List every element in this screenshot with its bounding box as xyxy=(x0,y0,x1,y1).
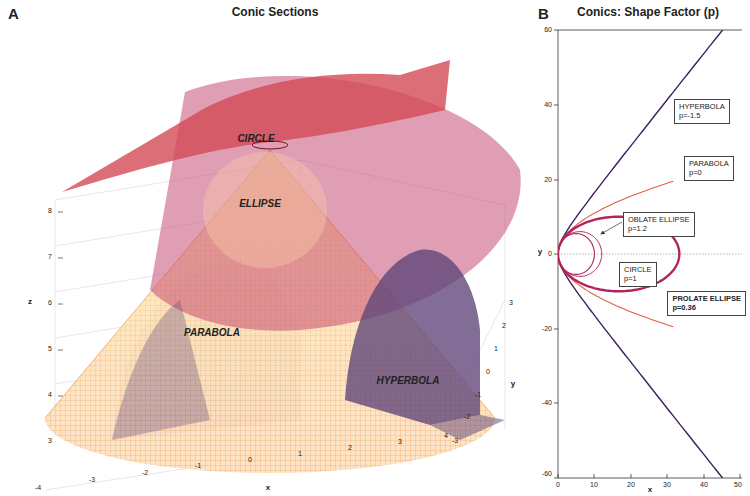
box-text: p=0 xyxy=(689,168,729,177)
box-text: CIRCLE xyxy=(624,265,652,274)
tick-label: 5 xyxy=(48,345,52,353)
label-box: HYPERBOLAp=-1.5 xyxy=(674,99,730,124)
tick-label: 1 xyxy=(494,345,498,353)
tick-label: 2 xyxy=(348,444,352,452)
tick-label: -3 xyxy=(89,476,95,484)
label-box: CIRCLEp=1 xyxy=(619,262,657,287)
panel-title: Conic Sections xyxy=(232,6,319,19)
tick-label: 7 xyxy=(48,253,52,261)
axis-label: z xyxy=(28,298,32,307)
panel-title: Conics: Shape Factor (p) xyxy=(577,6,719,19)
tick-label: 30 xyxy=(663,481,671,489)
tick-label: 20 xyxy=(544,176,552,184)
tick-label: 3 xyxy=(398,438,402,446)
tick-label: -60 xyxy=(542,470,552,478)
tick-label: 4 xyxy=(48,391,52,399)
tick-label: 3 xyxy=(48,437,52,445)
parabola-curve xyxy=(558,181,673,326)
conic-label: HYPERBOLA xyxy=(377,375,440,386)
tick-label: 8 xyxy=(48,207,52,215)
circle-curve xyxy=(558,232,602,277)
box-text: OBLATE ELLIPSE xyxy=(628,215,690,224)
box-text: p=1 xyxy=(624,274,652,283)
tick-label: -20 xyxy=(542,325,552,333)
tick-label: 4 xyxy=(444,432,448,440)
tick-label: 6 xyxy=(48,299,52,307)
tick-label: -40 xyxy=(542,399,552,407)
tick-label: -2 xyxy=(142,469,148,477)
tick-label: -3 xyxy=(452,437,458,445)
label-box: OBLATE ELLIPSEp=1.2 xyxy=(623,212,695,237)
conic-label: ELLIPSE xyxy=(239,198,281,209)
box-text: p=1.2 xyxy=(628,224,690,233)
panel-letter: B xyxy=(538,6,549,23)
conic-label: CIRCLE xyxy=(237,133,274,144)
tick-label: 50 xyxy=(734,481,742,489)
tick-label: 40 xyxy=(544,101,552,109)
axis-label: x xyxy=(266,484,270,493)
tick-label: 0 xyxy=(248,456,252,464)
tick-label: 3 xyxy=(509,299,513,307)
conic-label: PARABOLA xyxy=(184,327,240,338)
axis-label: x xyxy=(648,486,652,495)
tick-label: 1 xyxy=(298,450,302,458)
tick-label: 60 xyxy=(544,26,552,34)
tick-label: 0 xyxy=(556,481,560,489)
box-text: p=0.36 xyxy=(672,303,741,312)
tick-label: -1 xyxy=(475,391,481,399)
axis-label: y xyxy=(538,248,542,257)
tick-label: -4 xyxy=(35,484,41,492)
tick-label: 2 xyxy=(502,322,506,330)
axis-label: y xyxy=(511,380,515,389)
tick-label: 20 xyxy=(627,481,635,489)
tick-label: 10 xyxy=(590,481,598,489)
tick-label: -2 xyxy=(464,413,470,421)
label-box: PARABOLAp=0 xyxy=(684,156,734,181)
box-text: p=-1.5 xyxy=(679,111,725,120)
box-text: PARABOLA xyxy=(689,159,729,168)
label-box-bold: PROLATE ELLIPSEp=0.36 xyxy=(667,291,746,316)
box-text: HYPERBOLA xyxy=(679,102,725,111)
tick-label: 0 xyxy=(548,250,552,258)
tick-label: -1 xyxy=(195,462,201,470)
tick-label: 0 xyxy=(486,368,490,376)
panel-letter: A xyxy=(8,6,19,23)
hyperbola-curve xyxy=(558,30,734,478)
box-text: PROLATE ELLIPSE xyxy=(672,294,741,303)
tick-label: 40 xyxy=(700,481,708,489)
